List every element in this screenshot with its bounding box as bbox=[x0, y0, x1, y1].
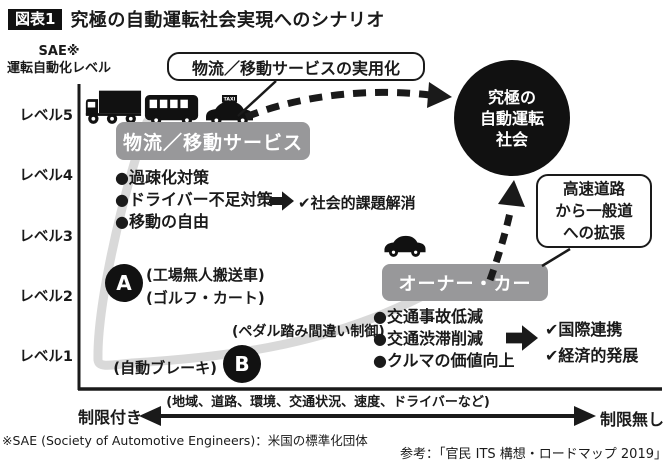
arrow-right-icon bbox=[270, 191, 294, 211]
dashed-arrow-up-head-icon bbox=[498, 180, 525, 207]
point-a-note-1: (工場無人搬送車) bbox=[146, 266, 265, 284]
logistics-bullet-3: ●移動の自由 bbox=[115, 212, 209, 231]
level-label-4: レベル4 bbox=[19, 168, 73, 184]
y-axis-title-line1: SAE※ bbox=[38, 44, 80, 59]
highway-callout-pointer-line bbox=[541, 247, 571, 268]
level-label-3: レベル3 bbox=[19, 229, 73, 245]
level-label-1: レベル1 bbox=[19, 349, 73, 365]
x-axis-caption: (地域、道路、環境、交通状況、速度、ドライバーなど) bbox=[166, 395, 490, 410]
arrow-right-head-icon bbox=[574, 406, 596, 426]
goal-line-3: 社会 bbox=[495, 129, 528, 149]
highway-line-2: から一般道 bbox=[555, 202, 633, 220]
truck-icon bbox=[85, 90, 142, 124]
owner-car-bullet-list: ●交通事故低減 ●交通渋滞削減 ●クルマの価値向上 bbox=[373, 306, 514, 372]
owner-outcome-1: ✔国際連携 bbox=[545, 320, 623, 339]
point-a-note-2: (ゴルフ・カート) bbox=[146, 289, 265, 307]
highway-expansion-callout: 高速道路 から一般道 への拡張 bbox=[536, 174, 652, 248]
taxi-sign-label: TAXI bbox=[224, 97, 236, 103]
y-axis-title-line2: 運転自動化レベル bbox=[6, 61, 111, 76]
owner-bullet-2: ●交通渋滞削減 bbox=[373, 329, 483, 348]
point-b-note-brake: (自動ブレーキ) bbox=[113, 359, 217, 377]
highway-line-3: への拡張 bbox=[562, 224, 625, 242]
highway-line-1: 高速道路 bbox=[562, 180, 625, 198]
y-axis-title: SAE※ 運転自動化レベル bbox=[6, 43, 112, 77]
x-axis-left-label: 制限付き bbox=[78, 408, 143, 427]
point-a-notes: (工場無人搬送車) (ゴルフ・カート) bbox=[146, 264, 265, 310]
owner-bullet-3: ●クルマの価値向上 bbox=[373, 351, 515, 370]
figure-number-badge: 図表1 bbox=[8, 8, 63, 30]
arrow-left-head-icon bbox=[139, 406, 161, 426]
bus-icon bbox=[144, 95, 199, 126]
ultimate-society-circle: 究極の 自動運転 社会 bbox=[454, 60, 570, 176]
dashed-arrow-to-goal-head-icon bbox=[427, 82, 452, 108]
owner-bullet-1: ●交通事故低減 bbox=[373, 307, 483, 326]
point-b-marker: B bbox=[223, 345, 261, 383]
figure-header: 図表1 究極の自動運転社会実現へのシナリオ bbox=[8, 6, 385, 32]
logistics-bullet-list: ●過疎化対策 ●ドライバー不足対策 ●移動の自由 bbox=[115, 167, 273, 233]
owner-outcome-2: ✔経済的発展 bbox=[545, 346, 639, 365]
figure-title: 究極の自動運転社会実現へのシナリオ bbox=[70, 10, 385, 31]
goal-line-2: 自動運転 bbox=[479, 108, 544, 128]
footnote-reference: 参考：「官民 ITS 構想・ロードマップ 2019」 bbox=[399, 447, 667, 462]
logistics-practical-use-callout: 物流／移動サービスの実用化 bbox=[167, 52, 425, 81]
point-b-note-pedal: (ペダル踏み間違い制御) bbox=[232, 324, 385, 340]
goal-line-1: 究極の bbox=[487, 87, 536, 107]
logistics-bullet-1: ●過疎化対策 bbox=[115, 168, 209, 187]
dashed-arrow-to-goal bbox=[244, 88, 431, 121]
logistics-bullet-2: ●ドライバー不足対策 bbox=[115, 190, 273, 209]
point-a-marker: A bbox=[105, 264, 143, 302]
level-label-2: レベル2 bbox=[19, 289, 73, 305]
x-axis-right-label: 制限無し bbox=[600, 410, 665, 429]
level-label-5: レベル5 bbox=[19, 108, 73, 124]
owner-car-box: オーナー・カー bbox=[382, 264, 548, 301]
arrow-right-icon bbox=[506, 325, 538, 351]
owner-car-outcomes: ✔国際連携 ✔経済的発展 bbox=[545, 317, 638, 369]
logistics-service-box: 物流／移動サービス bbox=[116, 122, 310, 160]
social-issue-outcome: ✔社会的課題解消 bbox=[298, 194, 416, 212]
car-icon bbox=[384, 235, 426, 257]
footnote-sae: ※SAE (Society of Automotive Engineers)：米… bbox=[2, 433, 368, 448]
